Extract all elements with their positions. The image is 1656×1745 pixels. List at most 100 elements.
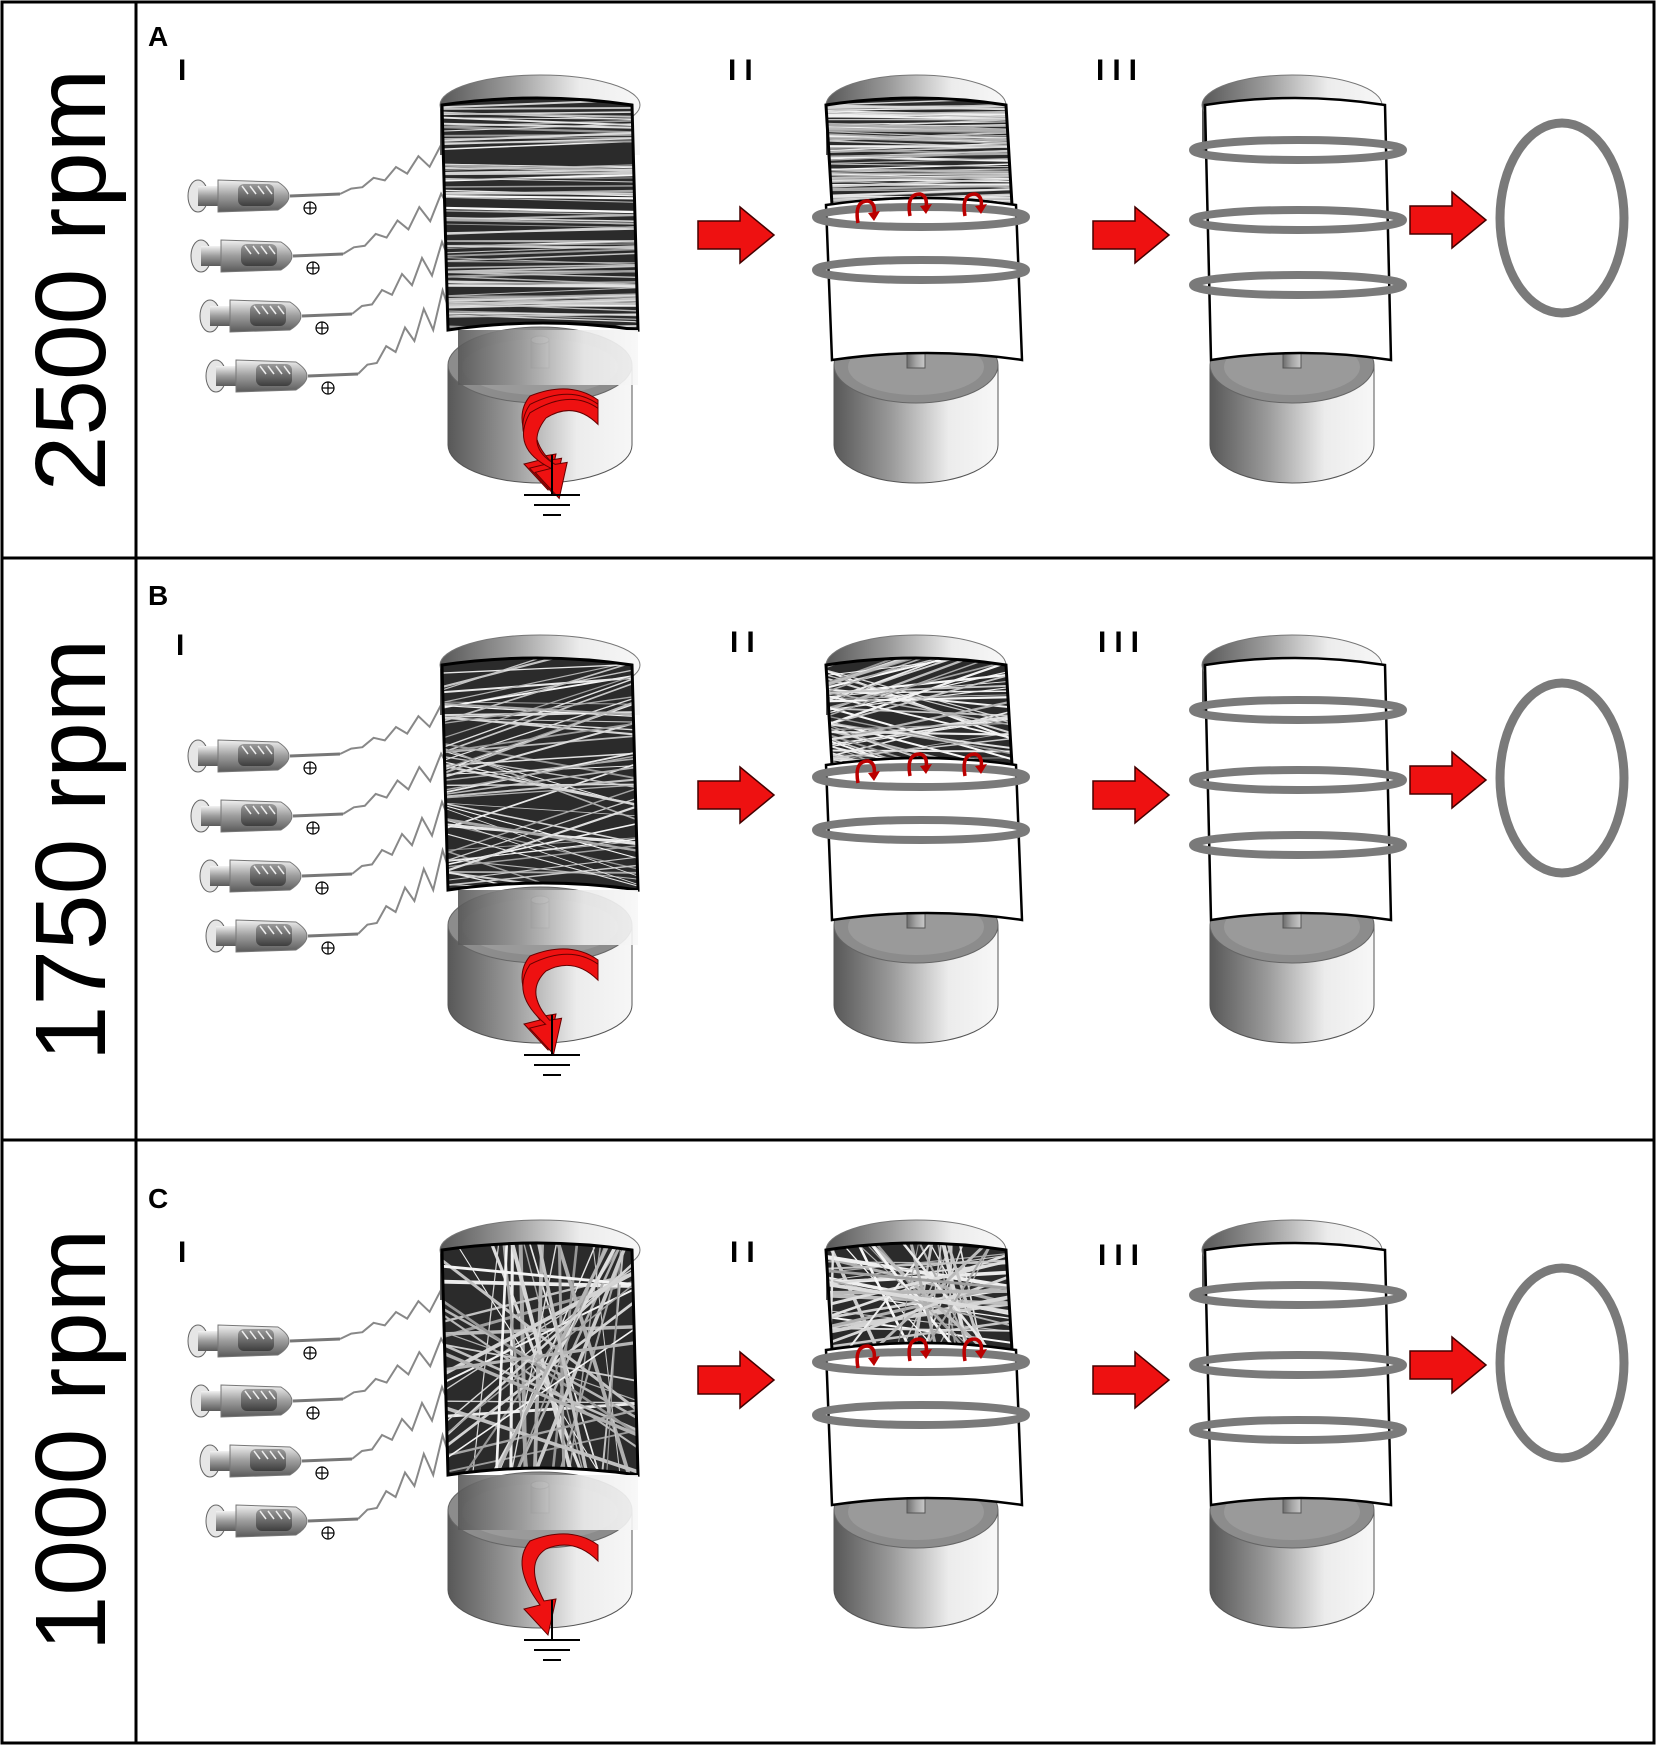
electrospinning-jet: [342, 751, 453, 815]
positive-charge-icon: [306, 821, 320, 835]
syringe-icon: [190, 799, 344, 835]
syringe-needle: [301, 872, 353, 878]
step-1-electrospinning: [187, 74, 641, 516]
syringe-needle: [292, 252, 344, 258]
electrospinning-jet: [342, 1336, 453, 1400]
electrospinning-jet: [357, 1431, 453, 1520]
syringe-icon: [190, 239, 344, 275]
step-label-a-3: III: [1096, 54, 1145, 87]
electrospinning-jet: [357, 286, 453, 375]
step-3-wrapped-scaffold: [1189, 1219, 1407, 1629]
rolling-arrow-icon: [855, 199, 877, 224]
process-arrow-icon: [697, 205, 776, 265]
rotation-arrow-icon: [522, 953, 599, 1056]
winding-ring: [812, 256, 1030, 284]
winding-ring: [1189, 206, 1407, 234]
positive-charge-icon: [321, 941, 335, 955]
positive-charge-icon: [315, 881, 329, 895]
winding-ring: [1189, 1281, 1407, 1309]
panel-row-a: [187, 74, 1629, 516]
ring-scaffold-icon: [1495, 118, 1629, 318]
ground-symbol-icon: [524, 1015, 580, 1076]
process-arrow-icon: [1092, 1350, 1171, 1410]
speed-label-row-c: 1000 rpm: [15, 1229, 127, 1651]
step-3-wrapped-scaffold: [1189, 634, 1407, 1044]
schematic-layer: [187, 74, 1629, 1661]
rotation-arrow-icon: [521, 1533, 599, 1637]
syringe-icon: [199, 1444, 353, 1480]
ground-symbol-icon: [524, 1600, 580, 1661]
step-label-a-2: II: [728, 54, 761, 87]
winding-ring: [1189, 831, 1407, 859]
step-label-c-2: II: [730, 1236, 763, 1269]
step-label-b-2: II: [730, 626, 763, 659]
winding-ring: [1189, 1416, 1407, 1444]
fiber-mat: [442, 1243, 638, 1475]
positive-charge-icon: [303, 761, 317, 775]
step-3-wrapped-scaffold: [1189, 74, 1407, 484]
step-2-ring-winding: [812, 74, 1030, 484]
winding-ring: [1189, 1351, 1407, 1379]
panel-row-c: [187, 1219, 1629, 1661]
step-2-ring-winding: [812, 634, 1030, 1044]
syringe-icon: [190, 1384, 344, 1420]
winding-ring: [812, 1401, 1030, 1429]
syringe-icon: [205, 1504, 359, 1540]
winding-ring: [812, 816, 1030, 844]
ground-symbol-icon: [524, 455, 580, 516]
step-label-c-3: III: [1098, 1239, 1147, 1272]
process-arrow-icon: [1409, 1335, 1488, 1395]
syringe-needle: [289, 1337, 341, 1343]
rolling-arrow-icon: [907, 752, 929, 777]
rolling-arrow-icon: [962, 752, 984, 777]
fiber-mat: [442, 98, 638, 330]
electrospinning-jet: [339, 1288, 453, 1340]
positive-charge-icon: [306, 261, 320, 275]
electrospinning-jet: [339, 703, 453, 755]
electrospinning-jet: [351, 799, 453, 875]
fiber-mat: [442, 658, 638, 890]
step-1-electrospinning: [187, 1219, 641, 1661]
fiber-mat: [826, 658, 1012, 765]
syringe-icon: [199, 859, 353, 895]
syringe-icon: [187, 1324, 341, 1360]
syringe-icon: [199, 299, 353, 335]
step-label-b-3: III: [1098, 626, 1147, 659]
step-label-c-1: I: [178, 1236, 194, 1269]
step-label-b-1: I: [176, 629, 192, 662]
positive-charge-icon: [303, 1346, 317, 1360]
winding-ring: [1189, 766, 1407, 794]
rolling-arrow-icon: [907, 192, 929, 217]
electrospinning-jet: [351, 239, 453, 315]
ring-scaffold-icon: [1495, 678, 1629, 878]
positive-charge-icon: [306, 1406, 320, 1420]
panel-letter-b: B: [148, 580, 168, 611]
syringe-needle: [289, 752, 341, 758]
drum-lower-band: [458, 890, 638, 945]
winding-ring: [1189, 696, 1407, 724]
electrospinning-jet: [351, 1384, 453, 1460]
rolling-arrow-icon: [855, 759, 877, 784]
syringe-icon: [205, 359, 359, 395]
syringe-needle: [301, 312, 353, 318]
positive-charge-icon: [321, 381, 335, 395]
syringe-needle: [292, 812, 344, 818]
step-1-electrospinning: [187, 634, 641, 1076]
process-arrow-icon: [1409, 190, 1488, 250]
process-arrow-icon: [1092, 205, 1171, 265]
syringe-icon: [205, 919, 359, 955]
electrospinning-jet: [357, 846, 453, 935]
rolling-arrow-icon: [962, 192, 984, 217]
syringe-needle: [292, 1397, 344, 1403]
rolling-arrow-icon: [907, 1337, 929, 1362]
syringe-icon: [187, 739, 341, 775]
positive-charge-icon: [315, 1466, 329, 1480]
speed-label-row-a: 2500 rpm: [15, 69, 127, 491]
winding-ring: [1189, 136, 1407, 164]
positive-charge-icon: [321, 1526, 335, 1540]
speed-label-row-b: 1750 rpm: [15, 639, 127, 1061]
process-arrow-icon: [697, 1350, 776, 1410]
panel-row-b: [187, 634, 1629, 1076]
syringe-needle: [289, 192, 341, 198]
rotation-arrow-icon: [522, 398, 599, 500]
